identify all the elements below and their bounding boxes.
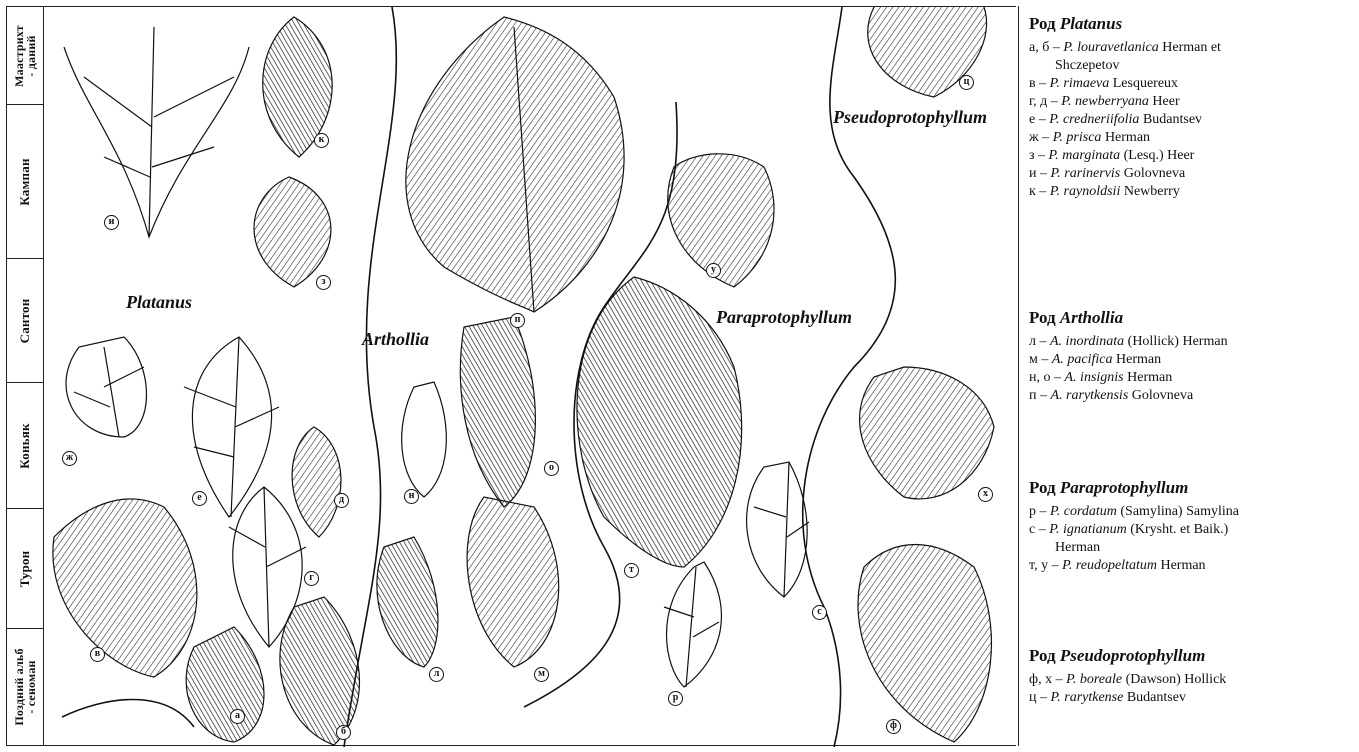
leaf-marker-l: л <box>429 667 444 682</box>
leaf-l <box>377 537 438 667</box>
genus-label-paraprotophyllum: Paraprotophyllum <box>716 307 852 328</box>
stage-santonian: Сантон <box>7 259 43 383</box>
leaf-kh <box>860 367 994 499</box>
leaf-marker-z: з <box>316 275 331 290</box>
legend-entry: к – P. raynoldsii Newberry <box>1029 183 1359 201</box>
stage-label: Сантон <box>17 298 33 343</box>
legend-title: Род Arthollia <box>1029 308 1359 328</box>
leaf-marker-o: о <box>544 461 559 476</box>
genus-label-pseudoprotophyllum: Pseudoprotophyllum <box>833 107 987 128</box>
leaf-marker-a: а <box>230 709 245 724</box>
leaf-b <box>280 597 360 745</box>
paraprotophyllum-leaves <box>577 154 809 687</box>
leaf-a <box>186 627 264 742</box>
leaf-i <box>64 47 249 237</box>
leaf-f <box>858 545 991 743</box>
legend-entry: т, у – P. reudopeltatum Herman <box>1029 557 1359 575</box>
leaf-marker-p: п <box>510 313 525 328</box>
legend-entry: л – A. inordinata (Hollick) Herman <box>1029 333 1359 351</box>
leaf-marker-kh: х <box>978 487 993 502</box>
platanus-leaves <box>53 17 360 745</box>
leaf-marker-m: м <box>534 667 549 682</box>
leaf-marker-t: т <box>624 563 639 578</box>
leaf-z <box>254 177 331 287</box>
stage-campanian: Кампан <box>7 105 43 259</box>
leaf-marker-ts: ц <box>959 75 974 90</box>
leaf-v <box>53 499 197 677</box>
leaf-marker-f: ф <box>886 719 901 734</box>
legend-entry: з – P. marginata (Lesq.) Heer <box>1029 147 1359 165</box>
leaf-u <box>668 154 774 287</box>
leaf-marker-r: р <box>668 691 683 706</box>
leaf-marker-e: е <box>192 491 207 506</box>
leaf-marker-n: н <box>404 489 419 504</box>
legend-group-arthollia: Род Arthollia л – A. inordinata (Hollick… <box>1029 308 1359 405</box>
legend-title: Род Pseudoprotophyllum <box>1029 646 1359 666</box>
leaf-marker-zh: ж <box>62 451 77 466</box>
stratigraphic-column: Маастрихт - даний Кампан Сантон Коньяк Т… <box>6 6 44 746</box>
boundary-lower-left <box>62 700 194 728</box>
legend-title: Род Paraprotophyllum <box>1029 478 1359 498</box>
leaf-marker-v: в <box>90 647 105 662</box>
legend-entry: н, о – A. insignis Herman <box>1029 369 1359 387</box>
leaf-n <box>402 382 447 497</box>
leaf-marker-i: и <box>104 215 119 230</box>
leaf-p <box>406 17 624 312</box>
boundary-platanus-arthollia <box>344 7 396 747</box>
stage-late-albian-cenomanian: Поздний альб - сеноман <box>7 629 43 745</box>
legend-entry: а, б – P. louravetlanica Herman etShczep… <box>1029 39 1359 75</box>
leaf-i-veins <box>84 27 234 237</box>
legend-entry: ж – P. prisca Herman <box>1029 129 1359 147</box>
stage-coniacian: Коньяк <box>7 383 43 509</box>
leaf-m <box>467 497 559 667</box>
stage-maastricht-danian: Маастрихт - даний <box>7 7 43 105</box>
stage-label: Турон <box>17 550 33 587</box>
legend-entry: р – P. cordatum (Samylina) Samylina <box>1029 503 1359 521</box>
leaf-zh <box>66 337 146 437</box>
leaf-marker-d: д <box>334 493 349 508</box>
leaf-d <box>292 427 341 537</box>
leaf-marker-u: у <box>706 263 721 278</box>
stage-label: Маастрихт - даний <box>13 25 37 87</box>
species-legend: Род Platanus а, б – P. louravetlanica He… <box>1018 6 1357 746</box>
stage-turonian: Турон <box>7 509 43 629</box>
stage-label: Кампан <box>17 158 33 205</box>
legend-entry: е – P. credneriifolia Budantsev <box>1029 111 1359 129</box>
legend-entry: ф, х – P. boreale (Dawson) Hollick <box>1029 671 1359 689</box>
legend-title: Род Platanus <box>1029 14 1359 34</box>
legend-group-pseudoprotophyllum: Род Pseudoprotophyllum ф, х – P. boreale… <box>1029 646 1359 707</box>
legend-entry: г, д – P. newberryana Heer <box>1029 93 1359 111</box>
leaf-marker-s: с <box>812 605 827 620</box>
leaf-marker-b: б <box>336 725 351 740</box>
genus-label-platanus: Platanus <box>126 292 192 313</box>
legend-entry: с – P. ignatianum (Krysht. et Baik.)Herm… <box>1029 521 1359 557</box>
leaf-s-veins <box>754 462 809 597</box>
legend-entry: ц – P. rarytkense Budantsev <box>1029 689 1359 707</box>
leaf-r <box>667 562 722 687</box>
stage-label: Поздний альб - сеноман <box>13 648 37 725</box>
legend-entry: м – A. pacifica Herman <box>1029 351 1359 369</box>
leaf-illustration-panel: Platanus Arthollia Paraprotophyllum Pseu… <box>44 6 1016 746</box>
genus-label-arthollia: Arthollia <box>362 329 429 350</box>
leaf-marker-k: к <box>314 133 329 148</box>
leaf-e-veins <box>184 337 279 517</box>
leaf-o <box>460 317 535 507</box>
stage-label: Коньяк <box>17 423 33 468</box>
legend-entry: и – P. rarinervis Golovneva <box>1029 165 1359 183</box>
leaf-marker-g: г <box>304 571 319 586</box>
legend-entry: в – P. rimaeva Lesquereux <box>1029 75 1359 93</box>
legend-entry: п – A. rarytkensis Golovneva <box>1029 387 1359 405</box>
legend-group-paraprotophyllum: Род Paraprotophyllum р – P. cordatum (Sa… <box>1029 478 1359 575</box>
legend-group-platanus: Род Platanus а, б – P. louravetlanica He… <box>1029 14 1359 201</box>
